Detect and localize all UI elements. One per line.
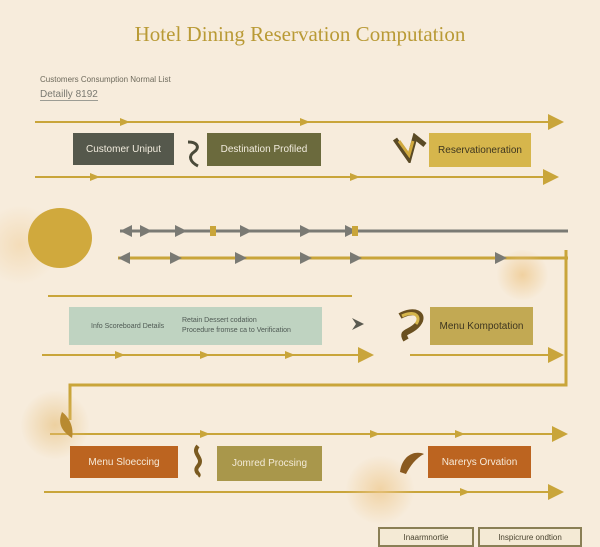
gold-sphere-icon [28,208,92,268]
menu-selecting-box[interactable]: Menu Sloeccing [70,446,178,478]
swirl-connector-icon [187,140,199,168]
gold-flourish-icon [194,444,202,478]
nutrition-overview-box[interactable]: Narerys Orvation [428,446,531,478]
destination-profile-box[interactable]: Destination Profiled [207,133,321,166]
menu-computation-box[interactable]: Menu Kompotation [430,307,533,345]
info-left-label: Info Scoreboard Details [91,322,165,330]
subtitle-code: Detailly 8192 [40,89,98,101]
subtitle: Customers Consumption Normal List [40,75,171,84]
leaf-icon [60,412,73,438]
info-right-note: Retain Dessert codation Procedure fromse… [182,316,291,336]
gold-flourish-icon [398,309,424,342]
arrow-icon [352,318,364,330]
bottom-left-box[interactable]: Inaarmnortie [378,527,474,547]
customer-input-box[interactable]: Customer Uniput [73,133,174,165]
prepared-processing-box[interactable]: Jomred Procsing [217,446,322,481]
gold-flourish-icon [393,133,427,163]
page-title: Hotel Dining Reservation Computation [134,22,466,46]
bottom-right-box[interactable]: Inspicrure ondtion [478,527,582,547]
info-right-line2: Procedure fromse ca to Verification [182,327,291,334]
gold-flourish-icon [400,452,424,474]
info-scoreboard-box[interactable]: Info Scoreboard Details [69,307,322,345]
info-right-line1: Retain Dessert codation [182,317,257,324]
reservation-verification-box[interactable]: Reservationeration [429,133,531,167]
